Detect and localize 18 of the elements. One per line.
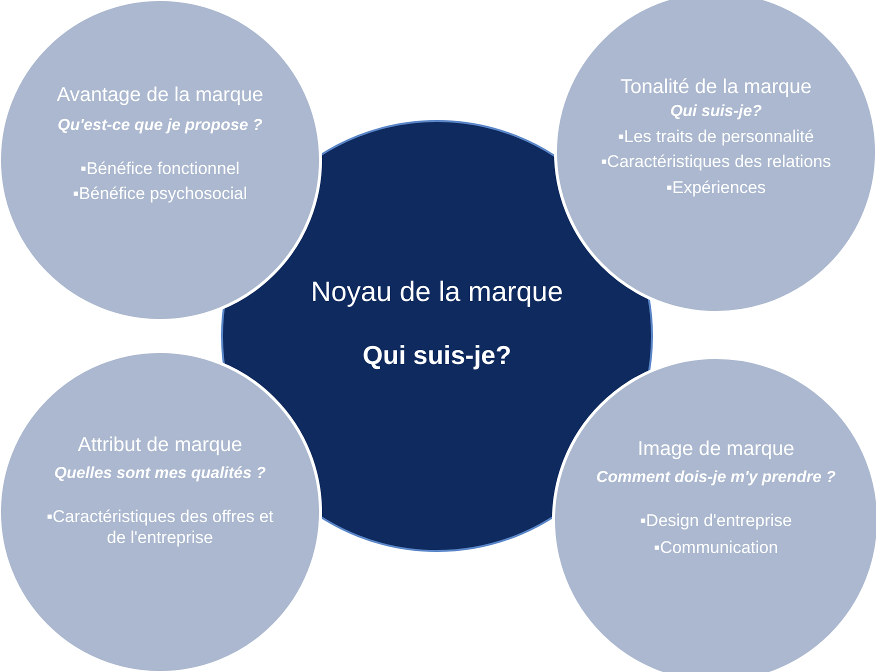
core-title: Noyau de la marque — [310, 275, 564, 309]
circle-question: Comment dois-je m'y prendre ? — [596, 468, 836, 488]
bullet-item: ▪Caractéristiques des offres et de l'entreprise — [46, 506, 274, 548]
bullet-item: ▪Les traits de personnalité — [618, 126, 814, 148]
circle-heading: Attribut de marque — [78, 433, 242, 458]
bullet-item: ▪Communication — [654, 537, 778, 558]
core-question: Qui suis-je? — [362, 339, 512, 372]
circle-question: Qui suis-je? — [670, 102, 762, 122]
circle-question: Quelles sont mes qualités ? — [54, 464, 266, 484]
bullet-item: ▪Expériences — [666, 176, 766, 198]
circle-heading: Tonalité de la marque — [620, 75, 812, 100]
circle-heading: Avantage de la marque — [56, 83, 264, 108]
circle-question: Qu'est-ce que je propose ? — [58, 116, 262, 136]
bullet-item: ▪Design d'entreprise — [640, 510, 792, 532]
circle-heading: Image de marque — [638, 437, 794, 462]
bullet-item: ▪Bénéfice psychosocial — [72, 183, 248, 204]
bullet-item: ▪Bénéfice fonctionnel — [80, 158, 240, 180]
bullet-item: ▪Caractéristiques des relations — [601, 151, 831, 172]
